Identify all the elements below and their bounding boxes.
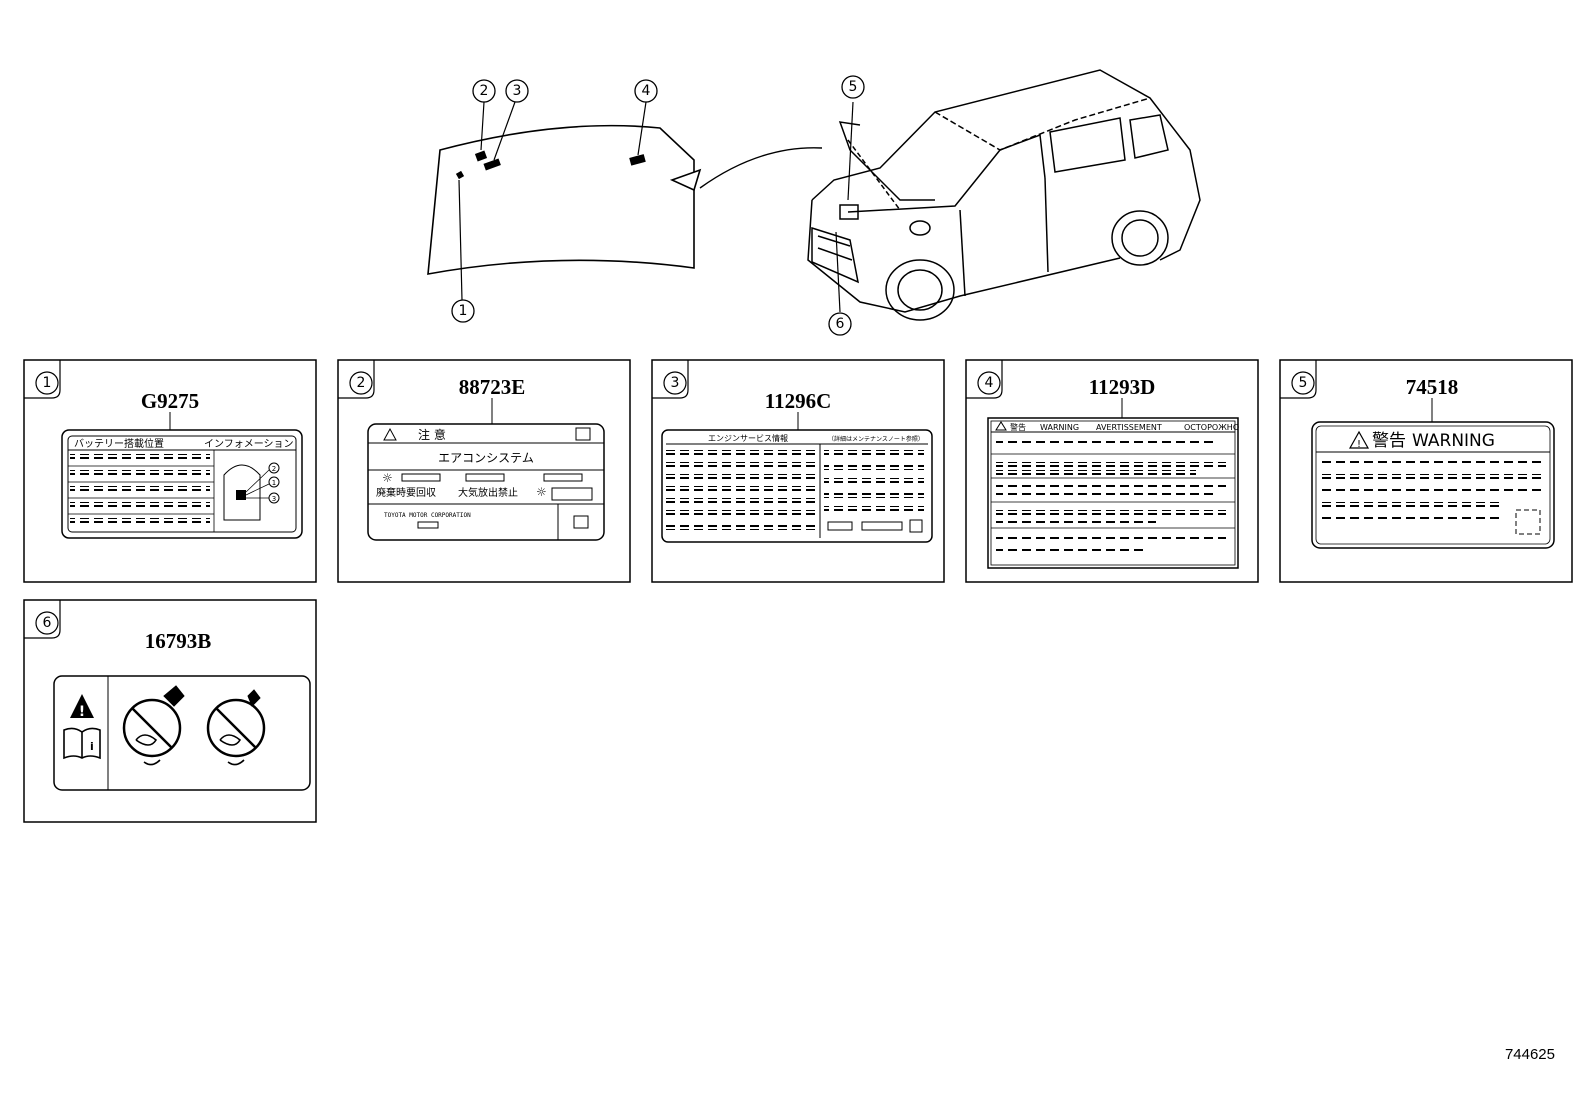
part-code: 11296C <box>765 389 832 413</box>
panel-1: 1 G9275 バッテリー搭載位置 インフォメーション 2 1 3 <box>23 359 317 583</box>
svg-text:3: 3 <box>272 495 276 503</box>
part-code: 16793B <box>145 629 212 653</box>
svg-text:☼: ☼ <box>382 471 393 485</box>
svg-text:TOYOTA MOTOR CORPORATION: TOYOTA MOTOR CORPORATION <box>384 512 471 519</box>
panel-2: 2 88723E 注 意 エアコンシステム ☼ 廃棄時要回収 大気放出禁止 ☼ … <box>337 359 631 583</box>
overview-callouts: 2 3 4 1 5 6 <box>451 75 865 336</box>
svg-text:警告: 警告 <box>1010 422 1026 432</box>
svg-text:AVERTISSEMENT: AVERTISSEMENT <box>1096 423 1162 432</box>
callout-5: 5 <box>841 75 865 99</box>
svg-text:2: 2 <box>357 375 366 391</box>
no-water-spray-icon <box>122 685 185 766</box>
svg-text:警告: 警告 <box>1372 431 1406 451</box>
callout-4: 4 <box>634 79 658 103</box>
svg-text:エアコンシステム: エアコンシステム <box>438 451 534 465</box>
svg-text:大気放出禁止: 大気放出禁止 <box>458 486 518 499</box>
svg-text:i: i <box>90 740 94 753</box>
diagram-id: 744625 <box>1504 1046 1555 1063</box>
svg-text:2: 2 <box>272 465 276 473</box>
svg-text:（詳細はメンテナンスノート参照）: （詳細はメンテナンスノート参照） <box>828 435 924 443</box>
hood-leader-lines <box>458 101 647 301</box>
svg-text:OCTOPOЖHO: OCTOPOЖHO <box>1184 423 1239 432</box>
svg-text:バッテリー搭載位置: バッテリー搭載位置 <box>74 437 164 450</box>
panel-3: 3 11296C エンジンサービス情報 （詳細はメンテナンスノート参照） <box>651 359 945 583</box>
svg-text:5: 5 <box>849 79 858 95</box>
svg-text:☼: ☼ <box>536 485 547 499</box>
svg-text:6: 6 <box>836 316 845 332</box>
svg-text:5: 5 <box>1299 375 1308 391</box>
svg-text:WARNING: WARNING <box>1412 431 1495 451</box>
callout-6: 6 <box>828 312 852 336</box>
part-code: 88723E <box>459 375 526 399</box>
callout-3: 3 <box>505 79 529 103</box>
vehicle-drawing <box>807 69 1201 321</box>
svg-text:廃棄時要回収: 廃棄時要回収 <box>376 486 436 499</box>
manual-book-icon: i <box>63 727 101 760</box>
svg-text:WARNING: WARNING <box>1040 423 1079 432</box>
svg-text:1: 1 <box>459 303 468 319</box>
svg-text:!: ! <box>1357 439 1361 450</box>
callout-1: 1 <box>451 299 475 323</box>
part-code: 11293D <box>1089 375 1156 399</box>
svg-text:6: 6 <box>43 615 52 631</box>
svg-text:エンジンサービス情報: エンジンサービス情報 <box>708 433 788 443</box>
hood-drawing <box>427 124 823 275</box>
no-air-blow-icon <box>206 689 266 766</box>
panel-4: 4 11293D 警告 WARNING AVERTISSEMENT OCTOPO… <box>965 359 1259 583</box>
svg-text:1: 1 <box>272 479 276 487</box>
svg-text:注 意: 注 意 <box>418 427 446 442</box>
svg-text:!: ! <box>79 704 85 720</box>
svg-text:2: 2 <box>480 83 489 99</box>
svg-text:インフォメーション: インフォメーション <box>204 439 294 450</box>
panel-5: 5 74518 ! 警告 WARNING <box>1279 359 1573 583</box>
warning-triangle-icon: ! <box>70 694 94 720</box>
svg-text:3: 3 <box>513 83 522 99</box>
hood-label-markers <box>455 150 646 180</box>
vehicle-leader-lines <box>835 101 854 313</box>
callout-2: 2 <box>472 79 496 103</box>
part-code: 74518 <box>1406 375 1459 399</box>
svg-text:3: 3 <box>671 375 680 391</box>
svg-text:4: 4 <box>985 375 994 391</box>
panel-6: 6 16793B ! i <box>23 599 317 823</box>
svg-text:4: 4 <box>642 83 651 99</box>
svg-text:1: 1 <box>43 375 52 391</box>
part-code: G9275 <box>141 389 199 413</box>
